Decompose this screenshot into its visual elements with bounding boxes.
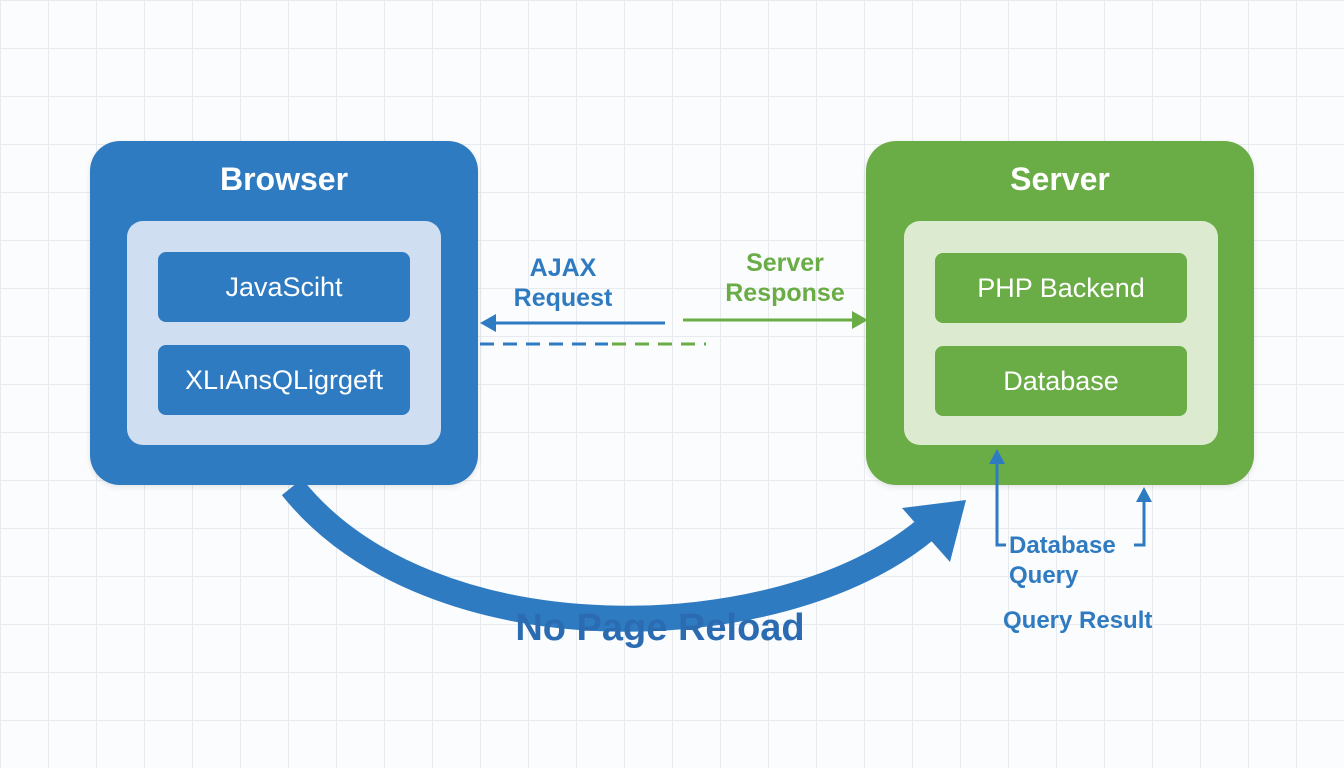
- ajax-request-label-line1: AJAX: [529, 254, 597, 282]
- ajax-request-label-line2: Request: [513, 284, 613, 312]
- browser-title: Browser: [219, 161, 349, 197]
- database-query-arrow: [989, 449, 1006, 547]
- javascript-module: JavaSciht: [158, 252, 410, 322]
- server-response-arrow: [683, 311, 868, 329]
- server-response-label-line2: Response: [725, 279, 845, 307]
- browser-panel: Browser JavaSciht XLıAnsQLigrgeft: [90, 141, 478, 485]
- server-response-label: Server Response: [715, 248, 855, 308]
- server-title: Server: [1010, 161, 1110, 197]
- database-query-label-line2: Query: [1009, 562, 1079, 589]
- php-backend-module: PHP Backend: [935, 253, 1187, 323]
- database-query-label-line1: Database: [1009, 532, 1116, 559]
- server-inner-container: PHP Backend Database: [904, 221, 1218, 445]
- xml-sql-module: XLıAnsQLigrgeft: [158, 345, 410, 415]
- query-result-label: Query Result: [1003, 607, 1153, 634]
- query-result-arrow: [1134, 487, 1152, 547]
- ajax-request-arrow: [480, 314, 665, 332]
- database-module: Database: [935, 346, 1187, 416]
- server-panel: Server PHP Backend Database: [866, 141, 1254, 485]
- browser-inner-container: JavaSciht XLıAnsQLigrgeft: [127, 221, 441, 445]
- server-response-label-line1: Server: [746, 249, 824, 277]
- no-reload-curved-arrow: [281, 478, 966, 632]
- ajax-request-label: AJAX Request: [496, 253, 630, 313]
- database-query-label: Database Query: [1009, 531, 1139, 591]
- no-page-reload-label: No Page Reload: [515, 607, 805, 649]
